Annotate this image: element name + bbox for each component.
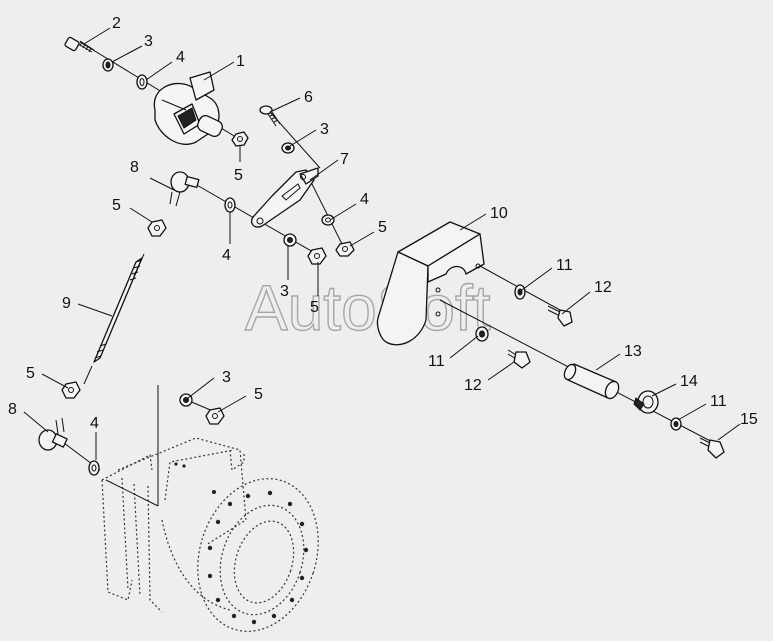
bolt-12b (507, 349, 531, 369)
washer-11c (670, 417, 682, 431)
callout-10: 10 (490, 205, 508, 222)
bracket-plate-10 (376, 221, 485, 346)
nut-5c (307, 247, 327, 265)
sleeve-13 (563, 363, 620, 400)
callout-5: 5 (310, 299, 319, 316)
bolt-15 (699, 437, 725, 459)
callout-13: 13 (624, 343, 642, 360)
callout-4: 4 (176, 49, 185, 66)
callout-11: 11 (556, 257, 573, 274)
ball-joint-8a (169, 171, 200, 207)
callout-leaders (23, 27, 741, 460)
callout-15: 15 (740, 411, 758, 428)
callout-3: 3 (280, 283, 289, 300)
callout-12: 12 (594, 279, 612, 296)
callout-4: 4 (360, 191, 369, 208)
callout-3: 3 (320, 121, 329, 138)
callout-1: 1 (236, 53, 245, 70)
callout-5: 5 (378, 219, 387, 236)
washer-4d (88, 460, 100, 476)
washer-11a (514, 284, 526, 300)
nut-5f (205, 407, 225, 425)
callout-2: 2 (112, 15, 121, 32)
callout-8: 8 (130, 159, 139, 176)
nut-5d (147, 219, 167, 237)
ball-joint-8b (38, 417, 68, 451)
callout-12: 12 (464, 377, 482, 394)
callout-5: 5 (234, 167, 243, 184)
watermark: AutoSoft (245, 272, 491, 344)
nut-5a (231, 131, 249, 147)
screw-6 (259, 105, 281, 127)
callout-4: 4 (222, 247, 231, 264)
callout-4: 4 (90, 415, 99, 432)
callout-6: 6 (304, 89, 313, 106)
washer-3a (102, 58, 114, 72)
washer-4a (136, 74, 148, 90)
washer-4b (321, 214, 335, 226)
nut-5b (335, 241, 355, 257)
axle-housing (101, 437, 319, 632)
washer-3c (283, 233, 297, 247)
callout-9: 9 (62, 295, 71, 312)
bolt-12a (547, 305, 573, 327)
callout-5: 5 (26, 365, 35, 382)
bracket-7 (250, 167, 319, 228)
rod-9 (83, 253, 145, 385)
callout-11: 11 (710, 393, 727, 410)
callout-8: 8 (8, 401, 17, 418)
callout-3: 3 (222, 369, 231, 386)
callout-3: 3 (144, 33, 153, 50)
washer-11b (475, 326, 489, 342)
callout-5: 5 (112, 197, 121, 214)
sensor-1 (153, 71, 223, 145)
clamp-14 (633, 390, 659, 414)
callout-14: 14 (680, 373, 698, 390)
nut-5e (61, 381, 81, 399)
callout-11: 11 (428, 353, 445, 370)
callout-5: 5 (254, 386, 263, 403)
washer-4c (224, 197, 236, 213)
bolt-2 (64, 36, 95, 53)
callout-7: 7 (340, 151, 349, 168)
